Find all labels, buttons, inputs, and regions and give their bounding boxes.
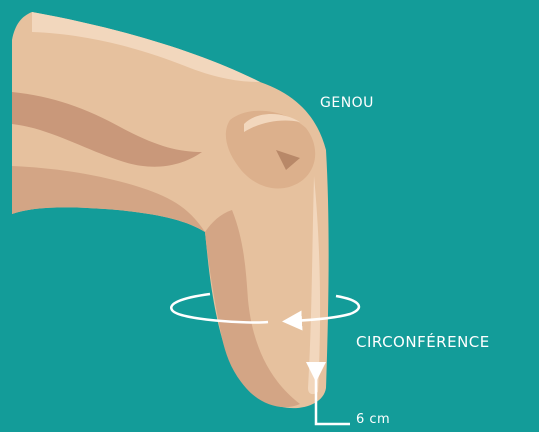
distance-label: 6 cm <box>356 412 390 427</box>
knee-label: GENOU <box>320 95 374 111</box>
circumference-label: CIRCONFÉRENCE <box>356 333 490 351</box>
